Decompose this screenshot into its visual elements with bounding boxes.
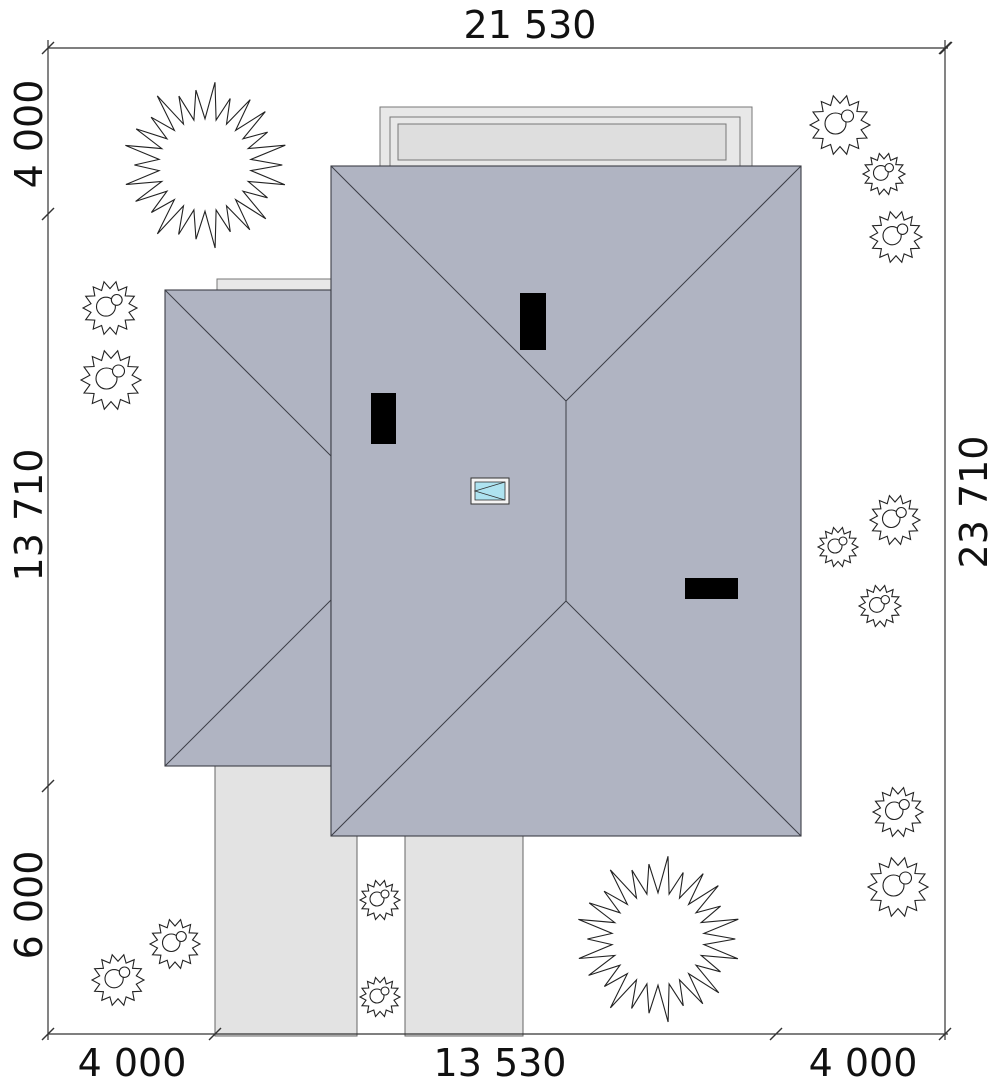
dim-bottom-middle: 13 530 xyxy=(434,1041,567,1085)
dim-bottom-right: 4 000 xyxy=(809,1041,918,1085)
shrub-icon xyxy=(861,152,907,196)
dim-bottom-left: 4 000 xyxy=(78,1041,187,1085)
shrub-icon xyxy=(808,94,872,156)
dim-left-middle: 13 710 xyxy=(7,449,51,582)
chimney-icon xyxy=(685,578,738,599)
vegetation xyxy=(79,82,930,1023)
dim-left-bottom: 6 000 xyxy=(7,851,51,960)
shrub-icon xyxy=(857,584,903,628)
shrub-icon xyxy=(148,918,202,970)
shrub-icon xyxy=(868,210,924,264)
shrub-icon xyxy=(90,953,146,1007)
dim-right-total: 23 710 xyxy=(952,436,996,569)
side-terrace xyxy=(216,278,332,292)
driveway-right xyxy=(404,829,524,1037)
dim-top-total: 21 530 xyxy=(464,3,597,47)
shrub-icon xyxy=(358,879,402,921)
dim-left-top: 4 000 xyxy=(7,80,51,189)
shrub-icon xyxy=(79,349,143,411)
chimney-icon xyxy=(520,293,546,350)
shrub-icon xyxy=(816,526,860,568)
dimension-lines xyxy=(41,40,953,1041)
roof-left-wing xyxy=(164,289,332,767)
large-tree-icon xyxy=(125,82,286,249)
rear-terrace xyxy=(379,106,753,168)
roof-window-icon xyxy=(470,477,510,505)
large-tree-icon xyxy=(578,856,739,1023)
chimney-icon xyxy=(371,393,396,444)
shrub-icon xyxy=(358,976,402,1018)
shrub-icon xyxy=(866,856,930,918)
shrub-icon xyxy=(868,494,922,546)
roof-main xyxy=(330,165,802,837)
shrub-icon xyxy=(871,786,925,838)
shrub-icon xyxy=(81,280,139,336)
